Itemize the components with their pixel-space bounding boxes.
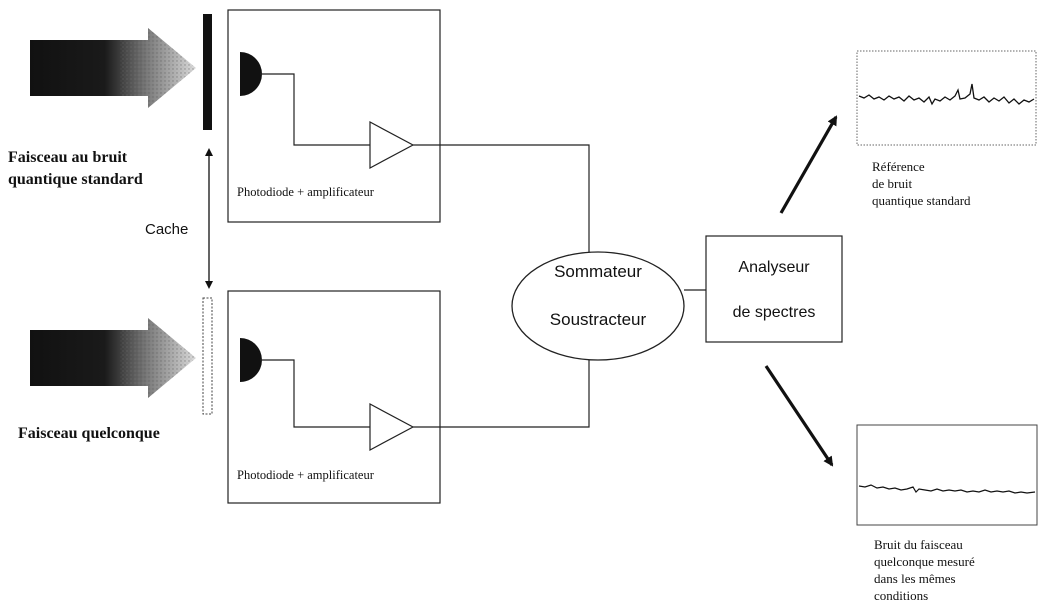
summer-label: Sommateur [554,262,642,281]
measured-label-line4: conditions [874,588,928,603]
analyzer-label-line1: Analyseur [738,259,810,276]
measured-label-line2: quelconque mesuré [874,554,975,569]
top-detector-box [227,9,441,223]
bottom-beam-label: Faisceau quelconque [18,425,160,442]
summer-subtractor-ellipse [511,251,685,361]
bottom-shutter-outline [202,297,213,415]
measured-output-arrow [764,365,834,467]
bottom-detector-label: Photodiode + amplificateur [237,468,375,482]
top-amplifier [369,120,415,170]
top-photodiode [240,52,262,96]
top-detector-label: Photodiode + amplificateur [237,185,375,199]
top-shutter-bar [203,14,212,130]
bottom-amplifier [369,402,415,452]
analyzer-label-line2: de spectres [733,304,816,321]
measured-label-line3: dans les mêmes [874,571,956,586]
bottom-photodiode [240,338,262,382]
spectrum-analyzer-box [705,235,843,343]
reference-label-line2: de bruit [872,176,912,191]
subtractor-label: Soustracteur [550,310,647,329]
reference-noise-trace [858,83,1035,106]
reference-label-line1: Référence [872,159,925,174]
top-diode-wire [260,73,370,146]
top-beam-arrow [30,28,196,108]
measured-spectrum-panel [856,424,1038,526]
bottom-beam-arrow [30,318,196,398]
reference-label-line3: quantique standard [872,193,971,208]
reference-output-arrow [779,115,838,214]
bottom-diode-wire [260,359,370,428]
top-signal-wire [413,144,590,253]
top-beam-label-line2: quantique standard [8,171,143,188]
top-beam-label-line1: Faisceau au bruit [8,149,128,166]
bottom-signal-wire [413,359,590,428]
measured-label-line1: Bruit du faisceau [874,537,963,552]
measured-noise-trace [858,484,1036,494]
bottom-detector-box [227,290,441,504]
shutter-label: Cache [145,221,188,238]
